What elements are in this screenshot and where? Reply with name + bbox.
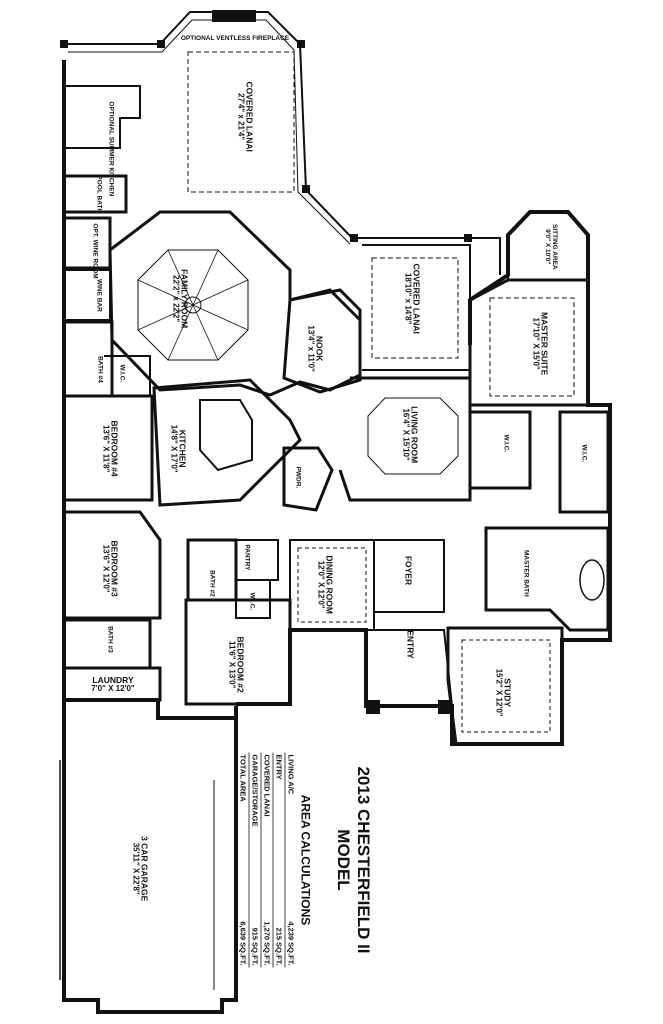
bath4	[62, 320, 114, 398]
living-room	[338, 376, 472, 502]
master-suite	[468, 278, 590, 407]
sitting-area	[507, 211, 589, 281]
column	[438, 700, 452, 714]
label-bath-3: BATH #3	[106, 626, 114, 653]
column	[302, 185, 310, 193]
master-bath	[484, 526, 610, 632]
area-calculations: AREA CALCULATIONS LIVING A/C 4,239 SQ.FT.…	[225, 745, 325, 975]
title-line-2: MODEL	[334, 829, 353, 891]
lanai2-ceiling	[371, 257, 459, 359]
label-wic-a: W.I.C.	[502, 434, 510, 453]
area-label: GARAGE/STORAGE	[250, 754, 260, 827]
study	[446, 626, 564, 746]
wic-b	[558, 410, 610, 514]
area-label: ENTRY	[274, 754, 284, 780]
area-header: AREA CALCULATIONS	[298, 794, 313, 926]
dining-ceiling	[297, 547, 367, 623]
exterior-wall-left	[62, 60, 238, 1014]
label-summer-kitchen: OPTIONAL SUMMER KITCHEN	[107, 101, 115, 197]
label-pwdr: PWDR.	[294, 466, 302, 489]
label-wic-4: W.I.C.	[118, 364, 126, 383]
label-wic-b: W.I.C.	[580, 444, 588, 463]
label-wine-room: OPT. WINE ROOM	[91, 223, 99, 279]
label-wine-bar: WINE BAR	[95, 278, 103, 312]
nook-wall	[282, 288, 362, 394]
area-value: 6,639 SQ.FT.	[238, 921, 248, 966]
label-entry: ENTRY	[405, 630, 416, 659]
title-line-1: 2013 CHESTERFIELD II	[354, 766, 373, 954]
label-master-bath: MASTER BATH	[522, 549, 530, 597]
summer-kitchen	[64, 85, 141, 149]
area-value: 1,270 SQ.FT.	[262, 921, 272, 966]
family-ceiling-hub	[184, 296, 202, 314]
bedroom4	[62, 394, 154, 502]
lanai-inner	[68, 19, 351, 245]
family-ceiling-rays	[137, 249, 249, 361]
column	[366, 700, 380, 714]
label-bath-2: BATH #2	[208, 570, 216, 597]
plan-title: 2013 CHESTERFIELD II MODEL	[318, 745, 388, 975]
area-value: 915 SQ.FT.	[250, 927, 260, 966]
column	[464, 234, 472, 242]
area-label: COVERED LANAI	[262, 754, 272, 817]
wine-bar	[63, 269, 111, 321]
kitchen-island	[199, 399, 253, 472]
area-row: ENTRY 215 SQ.FT.	[272, 752, 285, 968]
foyer	[374, 539, 445, 613]
label-wic-2: W.I.C.	[248, 592, 256, 611]
lanai-outline	[60, 11, 501, 275]
master-tub	[579, 559, 605, 601]
wic4	[104, 355, 151, 396]
master-ceiling	[489, 297, 575, 397]
label-pantry: PANTRY	[243, 544, 251, 571]
laundry	[62, 666, 162, 702]
wine-room	[62, 216, 112, 270]
wic2	[235, 579, 271, 619]
column	[297, 40, 305, 48]
pool-bath	[62, 174, 128, 214]
study-ceiling	[461, 639, 551, 733]
area-label: TOTAL AREA	[238, 754, 248, 802]
label-fireplace: OPTIONAL VENTLESS FIREPLACE	[180, 35, 290, 42]
label-pool-bath: POOL BATH	[95, 175, 103, 214]
area-row: LIVING A/C 4,239 SQ.FT.	[284, 752, 297, 968]
column	[60, 40, 68, 48]
area-value: 215 SQ.FT.	[274, 927, 284, 966]
bedroom3	[62, 510, 162, 620]
wic-a	[468, 410, 532, 490]
pwdr	[282, 446, 334, 512]
area-row: GARAGE/STORAGE 915 SQ.FT.	[248, 752, 261, 968]
label-bath-4: BATH #4	[96, 356, 104, 383]
living-ceiling	[367, 397, 459, 475]
fireplace-box	[212, 10, 256, 22]
area-value: 4,239 SQ.FT.	[286, 921, 296, 966]
kitchen	[152, 378, 302, 507]
area-row-total: TOTAL AREA 6,639 SQ.FT.	[238, 753, 249, 968]
area-row: COVERED LANAI 1,270 SQ.FT.	[260, 752, 273, 968]
bedroom2	[184, 598, 292, 706]
column	[157, 40, 165, 48]
label-foyer: FOYER	[403, 555, 414, 586]
area-label: LIVING A/C	[286, 754, 296, 795]
exterior-wall-mid	[236, 210, 612, 746]
column	[350, 234, 358, 242]
